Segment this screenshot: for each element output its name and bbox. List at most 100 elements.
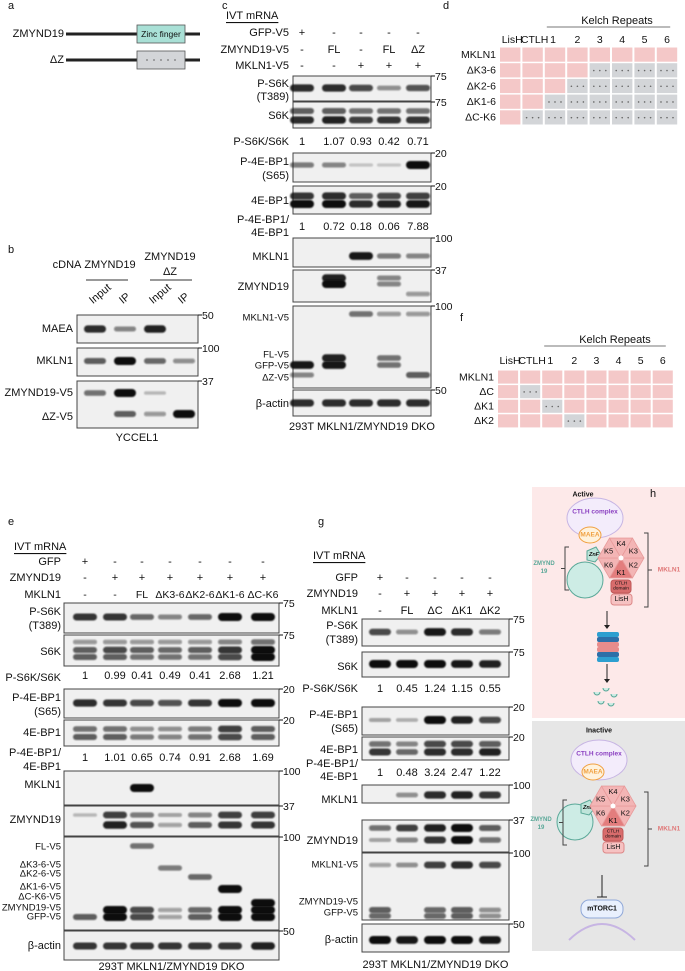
construct-name: ZMYND19 bbox=[13, 28, 64, 40]
band bbox=[479, 748, 501, 756]
ratio-value: 0.93 bbox=[350, 136, 371, 148]
ratio-value: 0.72 bbox=[323, 221, 344, 233]
band bbox=[451, 907, 473, 913]
cdna-label: cDNA bbox=[53, 259, 82, 271]
degraded-fragment-icon bbox=[602, 687, 610, 692]
blot-label: MAEA bbox=[42, 323, 74, 335]
band bbox=[322, 399, 346, 407]
band bbox=[251, 613, 275, 621]
domain-header: CTLH bbox=[521, 34, 548, 46]
domain-cell bbox=[608, 385, 629, 399]
mw-marker: 100 bbox=[513, 780, 531, 792]
mw-marker: 20 bbox=[435, 181, 447, 193]
deletion-dot bbox=[167, 59, 169, 61]
deletion-dot bbox=[660, 101, 662, 103]
kelch-label: K1 bbox=[608, 816, 617, 825]
band bbox=[349, 116, 373, 124]
band bbox=[73, 813, 97, 817]
band bbox=[424, 913, 446, 919]
condition-value: + bbox=[167, 572, 173, 584]
deletion-dot bbox=[599, 116, 601, 119]
deletion-dot bbox=[621, 69, 623, 72]
band bbox=[218, 699, 242, 707]
ctlh-domain-shape bbox=[610, 579, 632, 594]
deletion-dot bbox=[615, 116, 617, 119]
mw-marker: 100 bbox=[202, 343, 220, 355]
panel-letter: g bbox=[318, 516, 324, 528]
deletion-dot bbox=[570, 101, 573, 103]
domain-cell bbox=[586, 399, 607, 413]
ctlh-domain-label: CTLH bbox=[607, 829, 620, 835]
band bbox=[322, 192, 346, 200]
condition-value: - bbox=[405, 572, 409, 584]
band bbox=[322, 361, 346, 369]
band bbox=[114, 326, 136, 332]
band bbox=[130, 942, 154, 950]
blot-mkln1: MKLN1 100 bbox=[321, 780, 530, 806]
band bbox=[188, 614, 212, 620]
band bbox=[406, 291, 430, 297]
blot-label: MKLN1-V5 bbox=[243, 313, 289, 324]
mw-marker: 20 bbox=[283, 684, 295, 696]
domain-label: Zinc finger bbox=[141, 29, 181, 39]
ivt-header: IVT mRNA bbox=[313, 550, 366, 562]
ratio-value: 1 bbox=[299, 136, 305, 148]
band bbox=[377, 85, 401, 91]
blot-label: MKLN1 bbox=[321, 794, 358, 806]
band bbox=[377, 275, 401, 281]
ratio-value: 0.41 bbox=[131, 670, 152, 682]
maea-shape bbox=[581, 763, 605, 781]
construct-name: ΔK2 bbox=[474, 415, 494, 427]
condition-value: + bbox=[82, 556, 88, 568]
domain-header: 4 bbox=[619, 34, 625, 46]
domain-cell bbox=[520, 414, 541, 428]
band bbox=[188, 654, 212, 660]
band bbox=[73, 699, 97, 707]
mw-marker: 75 bbox=[435, 97, 447, 109]
condition-label: ZMYND19 bbox=[307, 588, 358, 600]
band bbox=[144, 325, 166, 333]
band bbox=[188, 734, 212, 740]
state-title: Active bbox=[572, 492, 593, 499]
zinc-finger-domain bbox=[136, 24, 186, 44]
proteasome-ring bbox=[597, 652, 619, 657]
condition-value: ΔC bbox=[427, 605, 442, 617]
deletion-dot bbox=[535, 391, 537, 393]
znf-label: ZnF bbox=[582, 805, 594, 811]
band bbox=[479, 660, 501, 668]
kelch-label: K4 bbox=[616, 539, 625, 548]
band bbox=[451, 740, 473, 748]
mkln1-label: MKLN1 bbox=[658, 567, 681, 574]
band bbox=[158, 699, 182, 707]
domain-cell bbox=[498, 385, 519, 399]
blot-label: GFP-V5 bbox=[255, 361, 289, 372]
proteasome-ring bbox=[597, 657, 619, 662]
domain-cell bbox=[520, 370, 541, 384]
blot-label: FL-V5 bbox=[263, 350, 289, 361]
mkln1-bracket bbox=[644, 791, 652, 867]
condition-value: + bbox=[358, 60, 364, 72]
deletion-dot bbox=[579, 420, 582, 422]
lish-shape bbox=[602, 841, 625, 854]
construct-name: ΔK2-6 bbox=[467, 80, 496, 92]
band bbox=[188, 914, 212, 920]
condition-value: - bbox=[228, 556, 232, 568]
band bbox=[406, 311, 430, 317]
deletion-dot bbox=[570, 85, 573, 88]
band bbox=[377, 108, 401, 114]
band bbox=[377, 311, 401, 317]
blot-label: ZMYND19 bbox=[10, 814, 61, 826]
ratio-value: 0.42 bbox=[378, 136, 399, 148]
blot-label: S6K bbox=[268, 110, 289, 122]
lish-shape bbox=[610, 593, 633, 606]
blot-membrane bbox=[292, 269, 432, 303]
kelch-repeat-shape bbox=[620, 537, 645, 559]
condition-value: - bbox=[332, 60, 336, 72]
deletion-dot bbox=[593, 116, 595, 119]
band bbox=[424, 748, 446, 756]
